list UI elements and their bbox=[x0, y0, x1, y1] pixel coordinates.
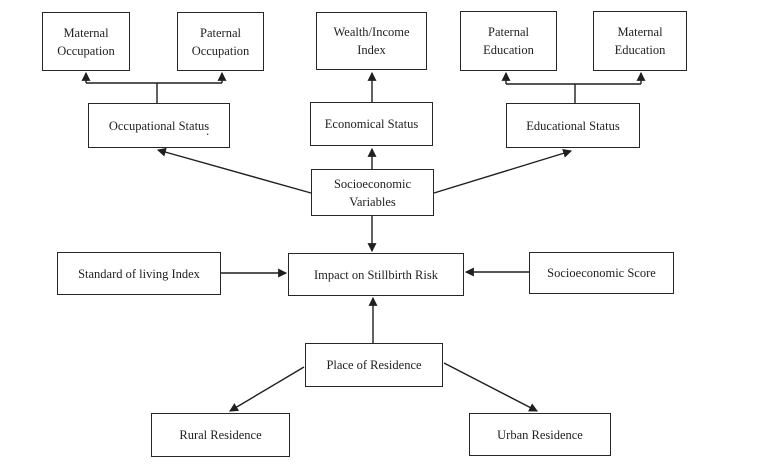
node-label: Educational Status bbox=[526, 118, 620, 133]
node-maternal-occupation: Maternal Occupation bbox=[42, 12, 130, 71]
node-label: Maternal Education bbox=[614, 25, 666, 57]
arrow-place-of-residence-to-urban bbox=[443, 362, 538, 412]
node-label: Occupational Status bbox=[108, 118, 210, 133]
node-urban-residence: Urban Residence bbox=[469, 413, 611, 456]
node-rural-residence: Rural Residence bbox=[151, 413, 290, 457]
node-label: Socioeconomic Variables bbox=[333, 176, 412, 209]
arrow-place-of-residence-to-rural bbox=[229, 366, 305, 412]
arrow-socioeconomic-variables-to-occupational-status bbox=[156, 147, 312, 194]
node-label: Wealth/Income Index bbox=[333, 25, 410, 57]
node-paternal-occupation: Paternal Occupation bbox=[177, 12, 264, 71]
node-label: Economical Status bbox=[324, 117, 419, 131]
node-label: Paternal Occupation bbox=[191, 25, 250, 58]
stray-dot: . bbox=[206, 123, 210, 138]
node-label: Socioeconomic Score bbox=[547, 266, 656, 280]
node-label: Maternal Occupation bbox=[57, 25, 115, 58]
node-impact-on-stillbirth-risk: Impact on Stillbirth Risk bbox=[288, 253, 464, 296]
node-label: Impact on Stillbirth Risk bbox=[314, 267, 438, 282]
node-educational-status: Educational Status bbox=[506, 103, 640, 148]
node-socioeconomic-variables: Socioeconomic Variables bbox=[311, 169, 434, 216]
node-label: Rural Residence bbox=[179, 428, 262, 442]
node-label: Place of Residence bbox=[326, 358, 422, 372]
arrow-educational-status-connector bbox=[506, 83, 641, 103]
node-standard-of-living-index: Standard of living Index bbox=[57, 252, 221, 295]
node-label: Urban Residence bbox=[497, 427, 583, 442]
node-economical-status: Economical Status bbox=[310, 102, 433, 146]
node-maternal-education: Maternal Education bbox=[593, 11, 687, 71]
node-paternal-education: Paternal Education bbox=[460, 11, 557, 71]
node-label: Paternal Education bbox=[483, 25, 534, 57]
arrow-occupational-status-connector bbox=[86, 82, 222, 103]
arrow-socioeconomic-variables-to-educational-status bbox=[433, 149, 573, 194]
node-occupational-status: Occupational Status bbox=[88, 103, 230, 148]
node-socioeconomic-score: Socioeconomic Score bbox=[529, 252, 674, 294]
node-place-of-residence: Place of Residence bbox=[305, 343, 443, 387]
node-label: Standard of living Index bbox=[78, 266, 200, 281]
node-wealth-income-index: Wealth/Income Index bbox=[316, 12, 427, 70]
